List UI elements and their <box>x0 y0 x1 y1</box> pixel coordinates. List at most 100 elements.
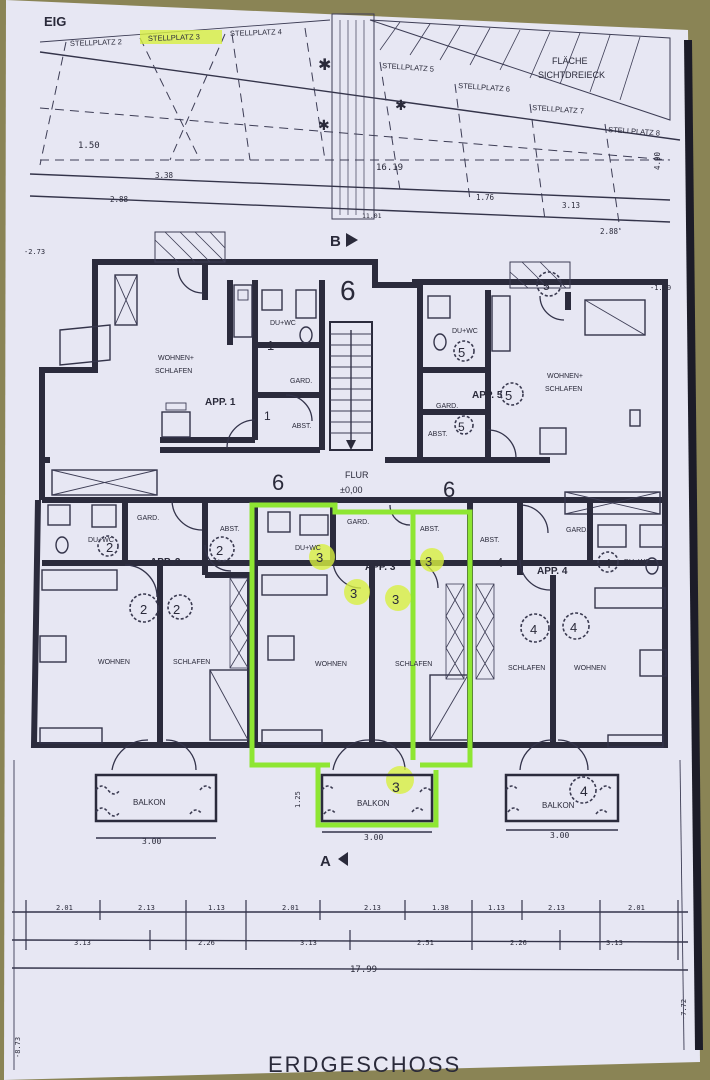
svg-text:ABST.: ABST. <box>220 526 240 533</box>
svg-text:2: 2 <box>106 540 113 555</box>
parking-area: ✱ ✱ ✱ STELLPLATZ 2 STELLPLATZ 3 STELLPLA… <box>39 13 681 231</box>
svg-text:3.13: 3.13 <box>74 939 91 947</box>
svg-text:16.19: 16.19 <box>376 163 403 173</box>
svg-text:17.99: 17.99 <box>350 965 377 975</box>
floor-title: ERDGESCHOSS <box>268 1052 461 1077</box>
svg-text:ABST.: ABST. <box>420 526 440 533</box>
apartment-5: WOHNEN+ SCHLAFEN APP. 5 DU+WC GARD. ABST… <box>417 261 661 515</box>
svg-text:3: 3 <box>392 779 400 795</box>
svg-text:1: 1 <box>264 409 271 423</box>
svg-text:2.26: 2.26 <box>198 939 215 947</box>
svg-text:WOHNEN: WOHNEN <box>98 659 130 666</box>
stair-mark: 6 <box>340 275 356 306</box>
svg-text:3: 3 <box>425 554 432 569</box>
svg-text:2.13: 2.13 <box>548 904 565 912</box>
svg-text:5: 5 <box>543 279 550 293</box>
parking-space-label-highlighted: STELLPLATZ 3 <box>148 32 200 43</box>
svg-text:3.00: 3.00 <box>142 837 161 846</box>
svg-text:5: 5 <box>505 388 512 403</box>
svg-text:2: 2 <box>140 602 147 617</box>
svg-text:2.01: 2.01 <box>628 904 645 912</box>
svg-text:GARD.: GARD. <box>347 519 369 526</box>
apartment-2: APP. 2 DU+WC GARD. ABST. WOHNEN SCHLAFEN… <box>88 515 240 666</box>
svg-text:5: 5 <box>458 420 465 434</box>
svg-text:B: B <box>330 233 341 250</box>
svg-text:2.88: 2.88 <box>110 195 129 204</box>
apartment-1: WOHNEN+ SCHLAFEN APP. 1 DU+WC GARD. ABST… <box>51 231 325 496</box>
apartment-title: APP. 1 <box>205 397 236 408</box>
bottom-dimensions: 2.01 2.13 1.13 2.01 2.13 1.38 1.13 2.13 … <box>11 759 689 1070</box>
svg-text:3: 3 <box>392 592 399 607</box>
svg-text:1.13: 1.13 <box>208 904 225 912</box>
svg-text:SCHLAFEN: SCHLAFEN <box>508 665 545 672</box>
svg-text:SCHLAFEN: SCHLAFEN <box>155 368 192 375</box>
parking-space-label: STELLPLATZ 8 <box>608 125 660 138</box>
svg-text:SCHLAFEN: SCHLAFEN <box>395 661 432 668</box>
svg-text:2.88: 2.88 <box>600 227 619 236</box>
svg-text:4: 4 <box>580 783 588 799</box>
svg-text:2.01: 2.01 <box>282 904 299 912</box>
svg-text:3.00: 3.00 <box>550 831 569 840</box>
svg-text:2: 2 <box>173 602 180 617</box>
svg-text:ABST.: ABST. <box>480 537 500 544</box>
svg-text:1.13: 1.13 <box>488 904 505 912</box>
svg-text:BALKON: BALKON <box>357 799 390 808</box>
svg-text:2: 2 <box>216 543 223 558</box>
svg-text:2.26: 2.26 <box>510 939 527 947</box>
svg-text:DU+WC: DU+WC <box>88 537 114 544</box>
svg-text:4: 4 <box>530 622 537 637</box>
svg-text:11.01: 11.01 <box>362 212 382 220</box>
svg-text:3.13: 3.13 <box>606 939 623 947</box>
svg-text:2.13: 2.13 <box>364 904 381 912</box>
area-label: FLÄCHE <box>552 56 588 66</box>
parking-space-label: STELLPLATZ 5 <box>382 61 434 74</box>
svg-text:3: 3 <box>350 586 357 601</box>
svg-text:1: 1 <box>267 338 274 353</box>
corridor: FLUR ±0,00 6 6 6 <box>171 275 549 534</box>
svg-text:3.00: 3.00 <box>364 833 383 842</box>
svg-text:4.90: 4.90 <box>653 151 662 170</box>
svg-text:-8.73: -8.73 <box>14 1037 22 1058</box>
svg-text:WOHNEN: WOHNEN <box>574 665 606 672</box>
svg-text:2.51: 2.51 <box>417 939 434 947</box>
apartment-title: APP. 4 <box>537 566 568 577</box>
stair-mark: 6 <box>443 477 455 502</box>
apartment-3-highlight <box>249 502 473 828</box>
svg-text:DU+WC: DU+WC <box>270 320 296 327</box>
svg-text:DU+WC: DU+WC <box>295 545 321 552</box>
balconies: BALKON BALKON BALKON 3 4 3.00 3.00 3.00 … <box>94 773 620 846</box>
svg-text:WOHNEN+: WOHNEN+ <box>158 355 194 362</box>
svg-text:-1.90: -1.90 <box>650 284 671 292</box>
top-dimensions: 1.50 3.38 2.88 16.19 1.76 3.13 2.88 4.90… <box>24 141 671 292</box>
shrub-icon: ✱ <box>318 117 330 133</box>
svg-text:SCHLAFEN: SCHLAFEN <box>545 386 582 393</box>
svg-text:3.13: 3.13 <box>562 201 580 210</box>
apartment-3: APP. 3 DU+WC GARD. ABST. WOHNEN SCHLAFEN… <box>295 519 440 668</box>
svg-text:3.38: 3.38 <box>155 171 174 180</box>
svg-text:GARD.: GARD. <box>137 515 159 522</box>
apartment-title: APP. 2 <box>150 557 181 568</box>
parking-space-label: STELLPLATZ 7 <box>532 103 584 116</box>
svg-text:BALKON: BALKON <box>133 798 166 807</box>
svg-text:WOHNEN+: WOHNEN+ <box>547 373 583 380</box>
svg-text:1.76: 1.76 <box>476 193 495 202</box>
corridor-name: FLUR <box>345 470 369 480</box>
svg-text:4: 4 <box>604 556 611 571</box>
svg-text:DU+WC: DU+WC <box>452 328 478 335</box>
svg-text:DU+WC: DU+WC <box>624 559 650 566</box>
shrub-icon: ✱ <box>395 97 407 113</box>
apartment-title: APP. 3 <box>365 562 396 573</box>
svg-text:2.13: 2.13 <box>138 904 155 912</box>
parking-space-label: STELLPLATZ 2 <box>70 37 122 48</box>
corner-label: EIG <box>44 14 66 29</box>
parking-space-label: STELLPLATZ 4 <box>230 27 282 38</box>
stair-mark: 6 <box>272 470 284 495</box>
svg-text:ABST.: ABST. <box>428 431 448 438</box>
svg-text:1.38: 1.38 <box>432 904 449 912</box>
svg-text:5: 5 <box>458 345 465 360</box>
apartment-title: APP. 5 <box>472 390 503 401</box>
shrub-icon: ✱ <box>318 57 331 74</box>
svg-text:2.01: 2.01 <box>56 904 73 912</box>
svg-text:A: A <box>320 853 331 870</box>
